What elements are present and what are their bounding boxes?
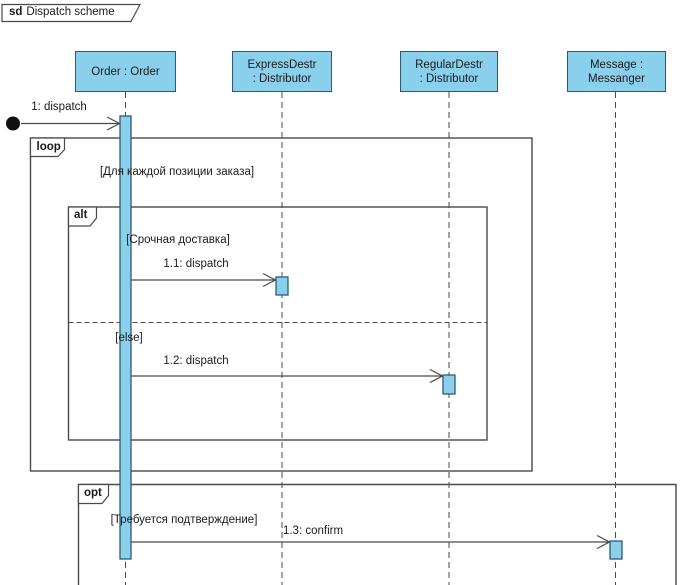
lifeline-header-regular-destr[interactable]: RegularDestr : Distributor [400, 51, 498, 92]
combined-fragment-alt[interactable] [67, 206, 488, 441]
combined-fragment-opt[interactable] [77, 483, 677, 585]
found-message-endpoint[interactable] [6, 116, 20, 131]
loop-label-pentagon [29, 137, 66, 158]
alt-keyword-label: alt [74, 209, 88, 221]
message-label-1-3: 1.3: confirm [282, 525, 344, 537]
alt-label-pentagon [67, 206, 98, 227]
guard-loop: [Для каждой позиции заказа] [99, 166, 255, 178]
guard-alt-else: [else] [115, 332, 143, 344]
opt-label-pentagon [77, 483, 110, 505]
lifeline-header-message[interactable]: Message : Messanger [567, 51, 666, 92]
message-label-1: 1: dispatch [31, 101, 87, 113]
activation-bar-message[interactable] [609, 540, 623, 560]
lifeline-label-line1: Message : [589, 58, 644, 71]
diagram-title-keyword: sd [9, 6, 23, 18]
loop-keyword-label: loop [36, 140, 61, 153]
lifeline-label-line1: Order : Order [91, 65, 160, 78]
guard-opt: [Требуется подтверждение] [110, 514, 258, 526]
activation-bar-order[interactable] [119, 115, 132, 560]
lifeline-label-line2: : Distributor [252, 72, 312, 85]
diagram-title-name: Dispatch scheme [26, 6, 115, 18]
lifeline-header-express-destr[interactable]: ExpressDestr : Distributor [232, 51, 332, 92]
activation-bar-regular-destr[interactable] [442, 374, 456, 395]
opt-keyword-label: opt [84, 486, 102, 499]
combined-fragment-loop[interactable] [29, 137, 533, 472]
lifeline-label-line1: ExpressDestr [247, 58, 317, 71]
message-label-1-1: 1.1: dispatch [163, 258, 229, 270]
diagram-title-tab [1, 3, 141, 23]
message-label-1-2: 1.2: dispatch [163, 355, 229, 367]
lifeline-label-line1: RegularDestr [415, 58, 483, 71]
guard-alt-urgent: [Срочная доставка] [126, 234, 230, 246]
lifeline-label-line2: : Distributor [419, 72, 479, 85]
activation-bar-express-destr[interactable] [275, 276, 289, 296]
lifeline-header-order[interactable]: Order : Order [75, 51, 176, 92]
lifeline-label-line2: Messanger [588, 72, 645, 85]
